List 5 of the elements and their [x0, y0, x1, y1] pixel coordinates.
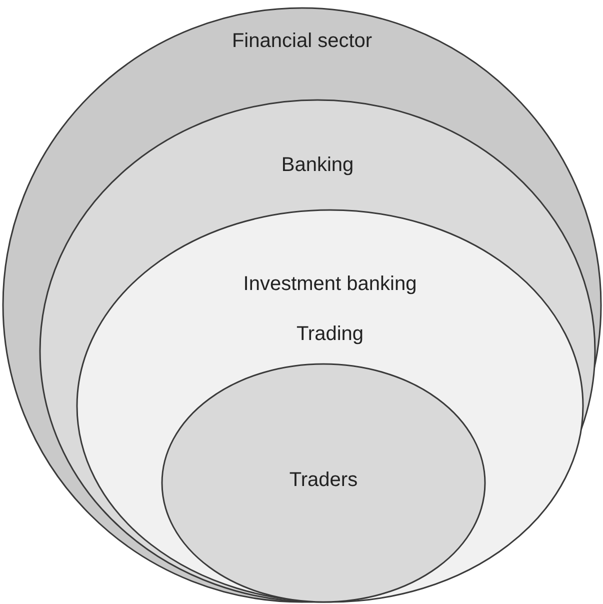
- region-label: Investment banking: [243, 273, 417, 295]
- region-label: Financial sector: [232, 30, 372, 52]
- region-label: Banking: [281, 154, 354, 176]
- region-label: Traders: [289, 469, 358, 491]
- region-label: Trading: [296, 323, 364, 345]
